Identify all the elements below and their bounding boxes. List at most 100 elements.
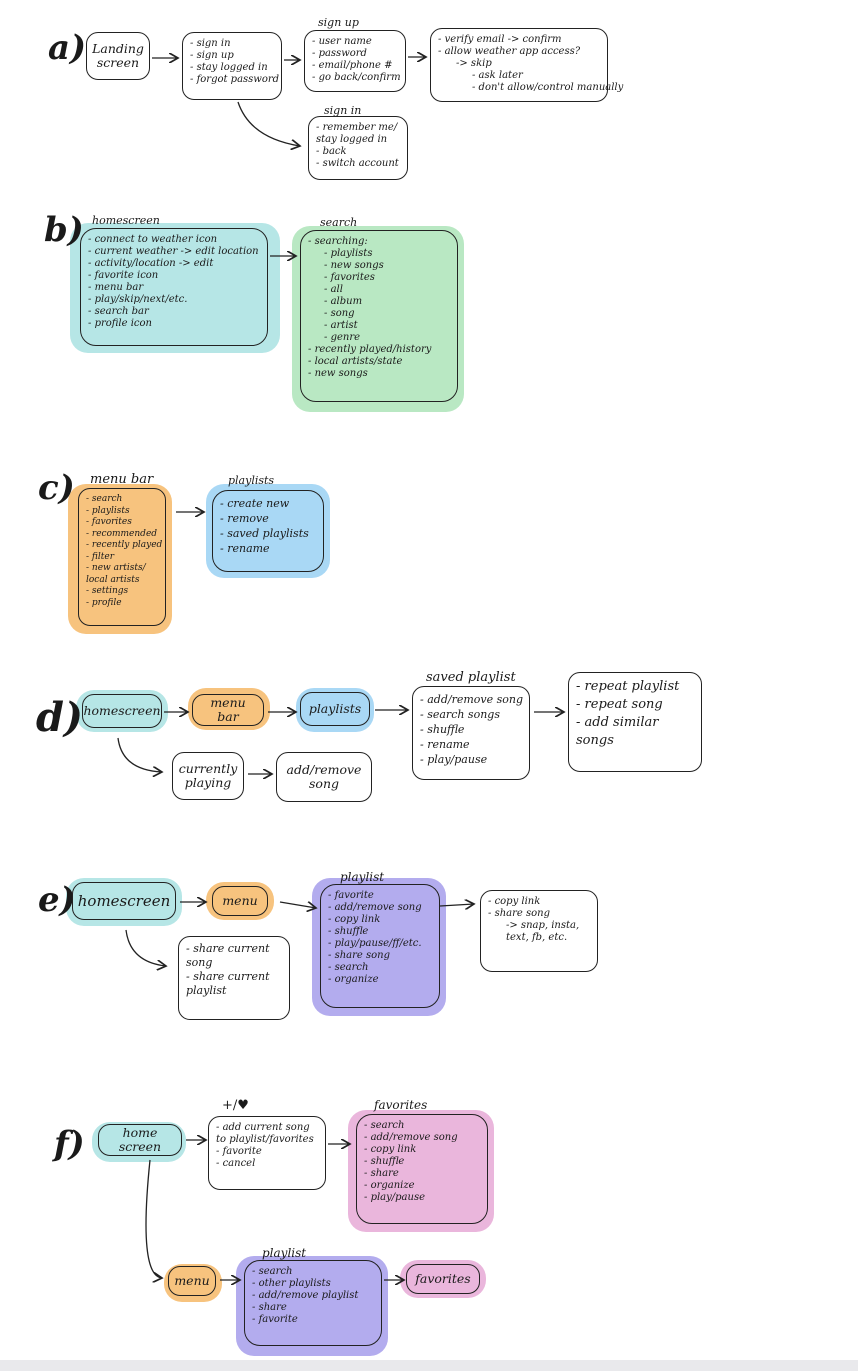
list-item: play/skip/next/etc. [88,294,260,306]
list-item: connect to weather icon [88,234,260,246]
list-item: search [86,494,158,506]
list-item: playlists [86,506,158,518]
list-item: add current song to playlist/favorites [216,1122,318,1146]
list-item: verify email -> confirm [438,34,600,46]
list-item: shuffle [364,1156,480,1168]
list-item: email/phone # [312,60,398,72]
list-item: forgot password [190,74,280,86]
list-item: repeat playlist [576,678,694,696]
list-item: search [252,1266,374,1278]
list-item: search bar [88,306,260,318]
menubar-title: menu bar [90,472,154,487]
list-item: favorite icon [88,270,260,282]
list-item: remove [220,511,316,526]
auth-options-box: sign in sign up stay logged in forgot pa… [182,32,282,100]
list-item: create new [220,496,316,511]
list-item: profile icon [88,318,260,330]
landing-screen-box: Landing screen [86,32,150,80]
list-item: shuffle [328,926,432,938]
list-item: copy link [328,914,432,926]
playlist-title-f: playlist [262,1246,307,1260]
playlist-box-f: search other playlists add/remove playli… [244,1260,382,1346]
homescreen-box: connect to weather icon current weather … [80,228,268,346]
repeat-options-box: repeat playlist repeat song add similar … [568,672,702,772]
list-item: organize [328,974,432,986]
list-item: go back/confirm [312,72,401,84]
list-item: sign in [190,38,274,50]
list-item: add/remove song [328,902,432,914]
list-item: genre [308,332,450,344]
signup-box: user name password email/phone # go back… [304,30,406,92]
list-item: all [308,284,450,296]
share-current-box: share current song share current playlis… [178,936,290,1020]
list-item: share current playlist [186,970,282,998]
list-item: new songs [308,260,450,272]
section-label-d: d) [36,694,83,741]
list-item: organize [364,1180,480,1192]
signup-title: sign up [318,16,359,29]
saved-playlist-box: add/remove song search songs shuffle ren… [412,686,530,780]
list-item: - don't allow/control manually [472,82,624,93]
bottom-scrollbar-strip [0,1360,858,1371]
list-item: playlists [308,248,450,260]
search-title: search [320,216,358,229]
list-item: -> snap, insta, text, fb, etc. [506,920,580,943]
highlight-teal-homescreen-e [66,878,182,926]
add-remove-song-box: add/remove song [276,752,372,802]
list-item: stay logged in [190,62,274,74]
list-item: rename [220,541,316,556]
list-item: album [308,296,450,308]
menubar-box: search playlists favorites recommended r… [78,488,166,626]
list-item: new songs [308,368,450,380]
homescreen-box-f: home screen [98,1124,182,1156]
section-label-a: a) [48,28,87,68]
list-item: shuffle [420,722,522,737]
list-item: copy link [488,896,590,908]
list-item: profile [86,598,158,610]
list-item: add/remove song [420,692,523,707]
list-item: favorites [86,517,158,529]
list-item: back [316,146,400,158]
list-item: favorite [328,890,432,902]
list-item: switch account [316,158,400,170]
list-item: play/pause/ff/etc. [328,938,432,950]
list-item: search [328,962,432,974]
section-label-c: c) [38,468,75,508]
list-item: share [252,1302,374,1314]
list-item: sign up [190,50,274,62]
list-item: favorite [252,1314,374,1326]
list-item: new artists/ local artists [86,563,158,586]
list-item: activity/location -> edit [88,258,260,270]
list-item: play/pause [364,1192,480,1204]
menu-box-f: menu [168,1266,216,1296]
homescreen-box-e: homescreen [72,882,176,920]
list-item: add similar songs [576,714,686,750]
list-item: settings [86,586,158,598]
list-item: filter [86,552,158,564]
list-item: saved playlists [220,526,316,541]
playlists-box-d: playlists [300,692,370,726]
list-item: copy link [364,1144,480,1156]
list-item: play/pause [420,752,522,767]
list-item: remember me/ stay logged in [316,122,400,146]
playlist-box-e: favorite add/remove song copy link shuff… [320,884,440,1008]
list-item: add/remove playlist [252,1290,374,1302]
playlists-box: create new remove saved playlists rename [212,490,324,572]
section-label-f: f) [54,1124,85,1164]
list-item: search [364,1120,480,1132]
list-item: searching: [308,236,450,248]
list-item: share [364,1168,480,1180]
list-item: recently played [86,540,162,552]
list-item: -> skip [456,58,492,69]
list-item: add/remove song [364,1132,480,1144]
list-item: password [312,48,398,60]
list-item: - ask later [472,70,523,81]
search-box: searching: playlists new songs favorites… [300,230,458,402]
list-item: user name [312,36,398,48]
list-item: cancel [216,1158,318,1170]
list-item: allow weather app access? [438,46,600,58]
list-item: local artists/state [308,356,450,368]
list-item: favorites [308,272,450,284]
list-item: favorite [216,1146,318,1158]
